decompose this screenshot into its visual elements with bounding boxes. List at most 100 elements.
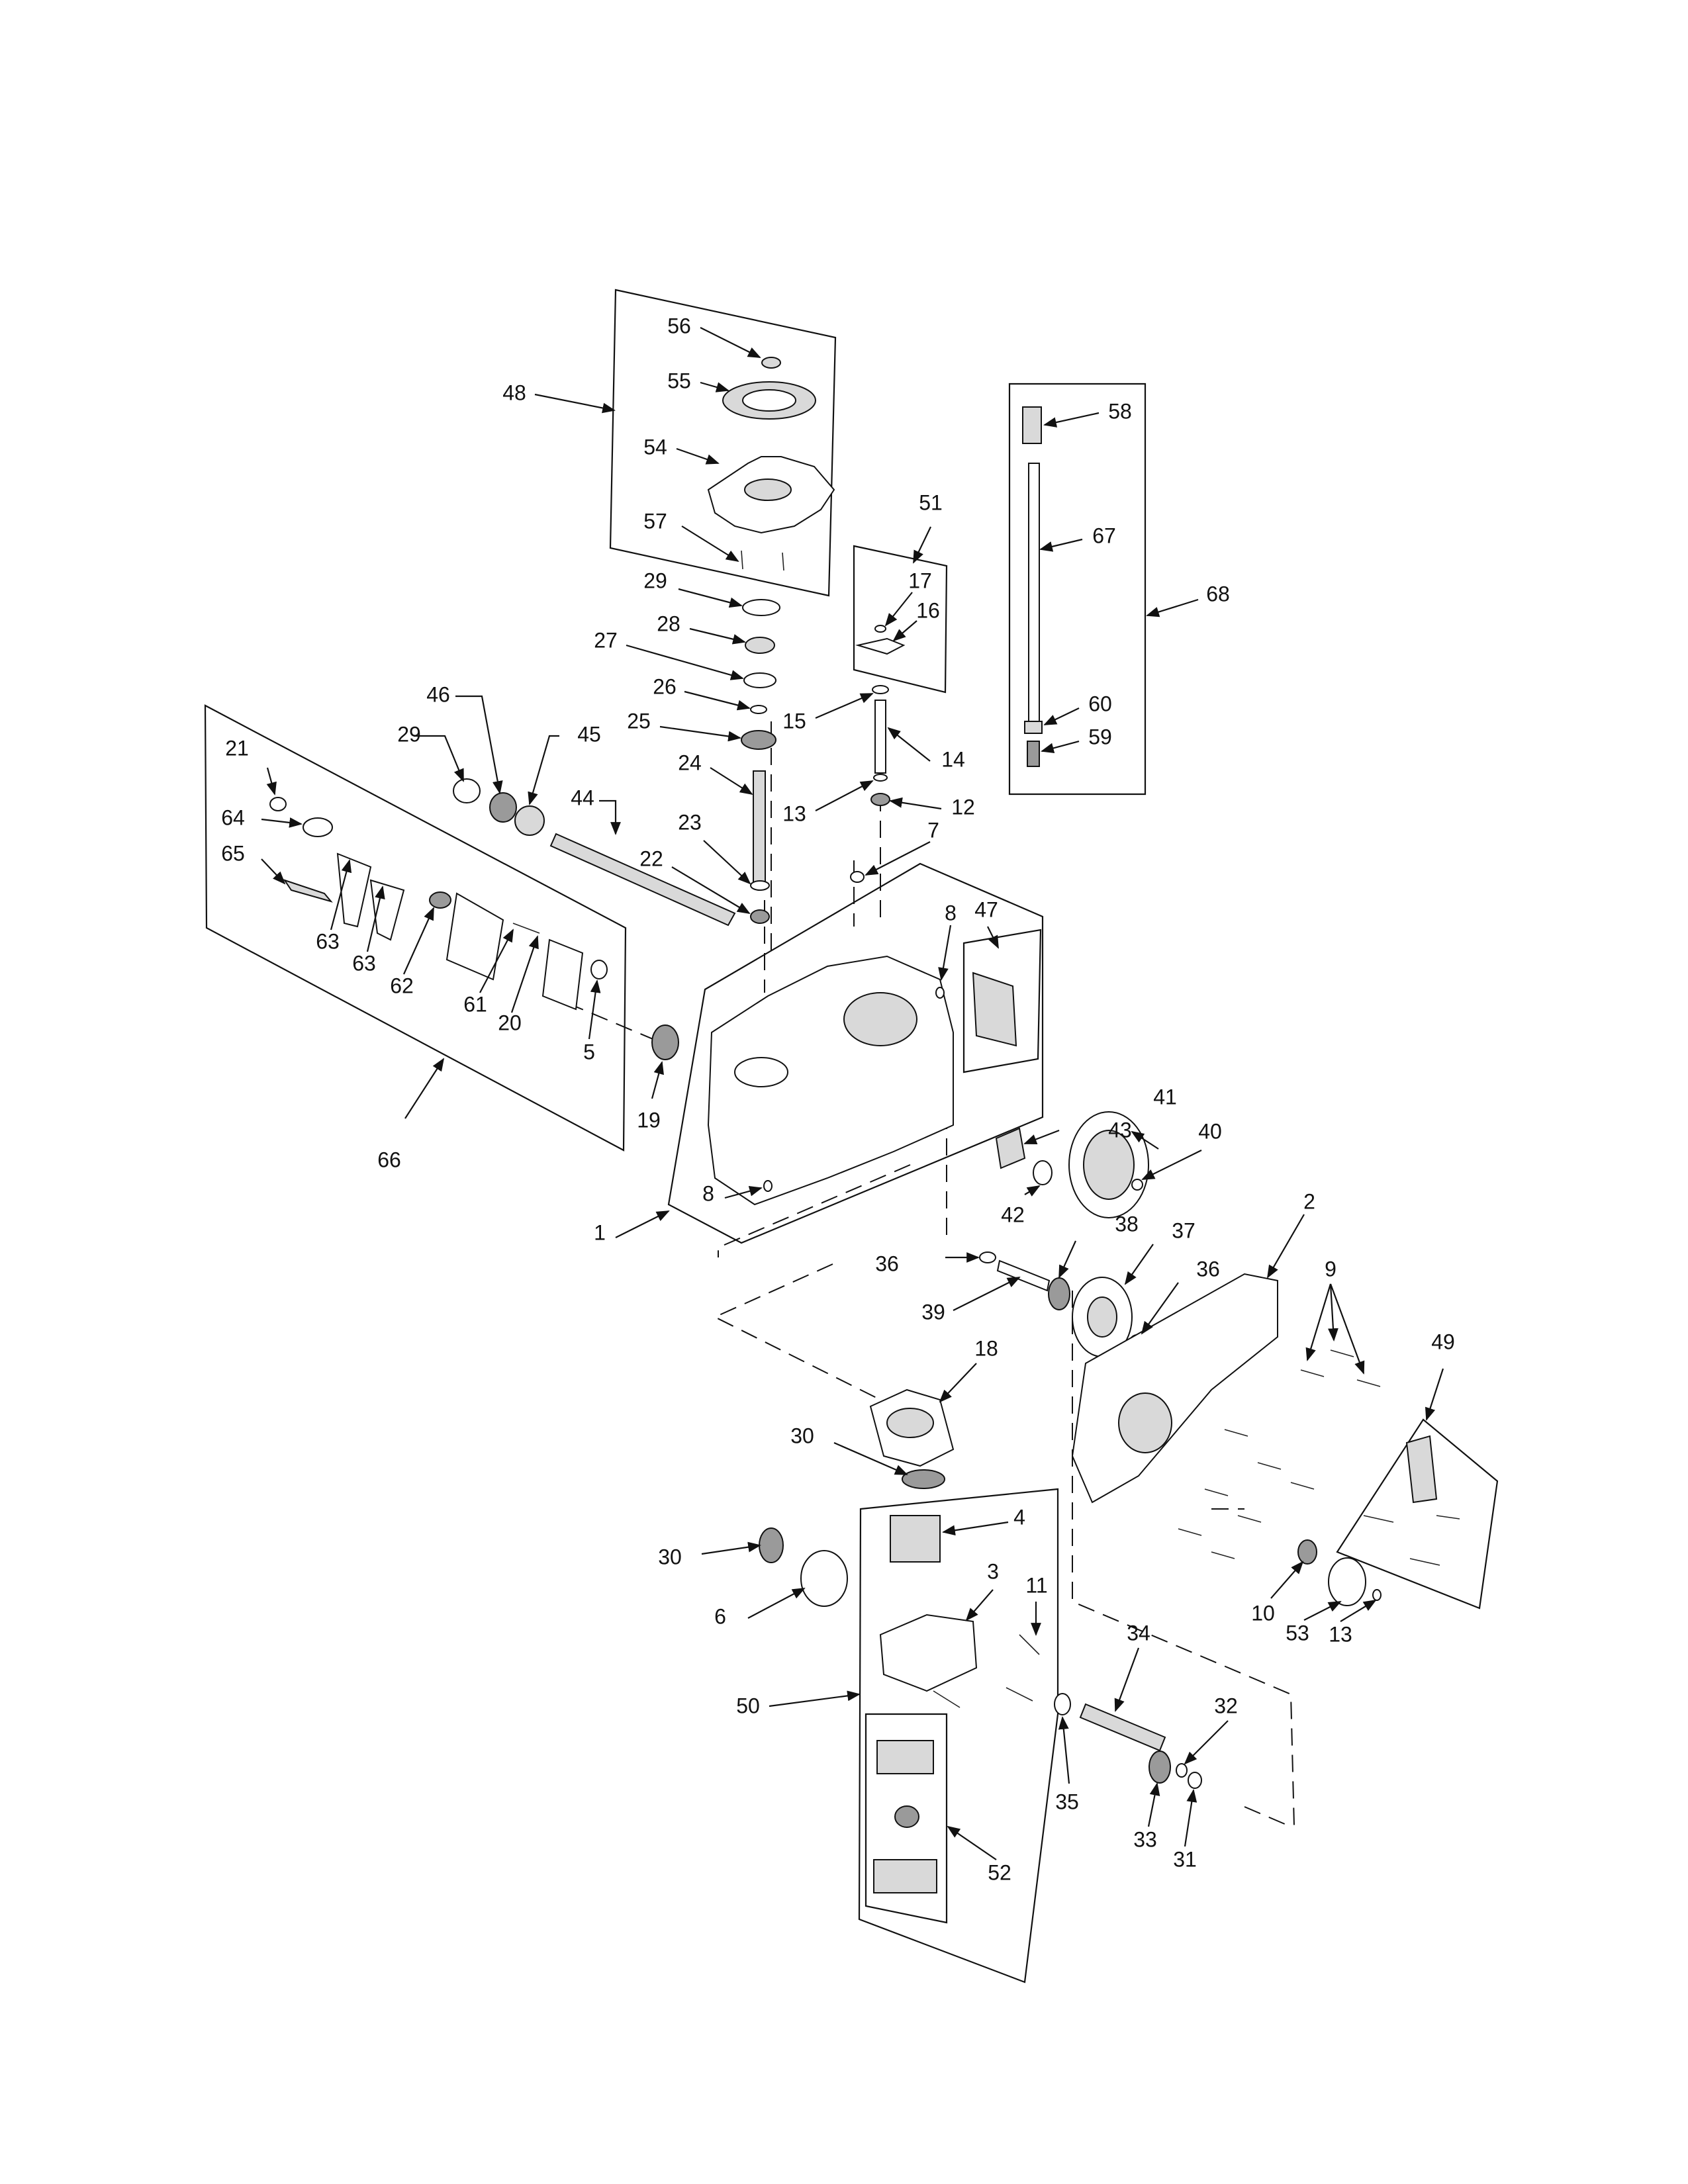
leader-13a bbox=[815, 780, 874, 811]
leader-30b bbox=[701, 1541, 761, 1555]
callout-25: 25 bbox=[627, 709, 651, 733]
pulley-hub bbox=[742, 389, 796, 412]
washer-42 bbox=[1033, 1160, 1053, 1185]
leader-39 bbox=[953, 1277, 1021, 1311]
leader-35 bbox=[1058, 1716, 1070, 1784]
callout-33: 33 bbox=[1133, 1827, 1157, 1851]
callout-42: 42 bbox=[1001, 1203, 1025, 1226]
callout-3: 3 bbox=[987, 1559, 999, 1583]
group-50-pump-box bbox=[858, 1488, 1059, 1983]
screw-57b bbox=[782, 552, 784, 571]
plate-61 bbox=[445, 892, 504, 981]
sprocket-53 bbox=[1328, 1557, 1366, 1606]
leader-27 bbox=[626, 644, 744, 680]
leader-29a bbox=[678, 588, 743, 608]
leader-19 bbox=[651, 1061, 664, 1099]
pin-8a bbox=[935, 987, 945, 999]
leader-28 bbox=[689, 627, 746, 645]
cover-boss bbox=[1118, 1392, 1172, 1453]
callout-38: 38 bbox=[1115, 1212, 1139, 1236]
kit-52-part-a bbox=[876, 1740, 934, 1774]
plate-3 bbox=[879, 1614, 978, 1692]
ring-17 bbox=[874, 625, 886, 633]
washer-27 bbox=[743, 672, 776, 688]
callout-1: 1 bbox=[594, 1220, 606, 1244]
leader-31 bbox=[1184, 1789, 1197, 1847]
bearing-30b bbox=[759, 1527, 784, 1563]
leader-56 bbox=[700, 327, 761, 358]
callout-61: 61 bbox=[463, 992, 487, 1016]
callout-27: 27 bbox=[594, 628, 618, 652]
bolt-11b bbox=[1006, 1687, 1033, 1702]
housing-bore bbox=[734, 1057, 788, 1087]
nut-60 bbox=[1024, 721, 1043, 734]
leader-9c bbox=[1329, 1283, 1365, 1375]
leader-2 bbox=[1267, 1214, 1305, 1279]
lever-63a bbox=[336, 852, 372, 928]
fitting-59 bbox=[1027, 741, 1040, 767]
callout-17: 17 bbox=[908, 569, 932, 592]
callout-7: 7 bbox=[927, 818, 939, 842]
ring-23 bbox=[750, 880, 770, 891]
leader-10 bbox=[1270, 1561, 1304, 1599]
callout-11: 11 bbox=[1025, 1573, 1047, 1597]
callout-64: 64 bbox=[221, 805, 245, 829]
leader-33 bbox=[1147, 1782, 1160, 1827]
leader-63a bbox=[330, 859, 352, 931]
group-outlines bbox=[204, 289, 1499, 1983]
callout-57: 57 bbox=[643, 509, 667, 533]
leader-65 bbox=[261, 858, 286, 885]
callout-6: 6 bbox=[714, 1604, 726, 1628]
group-52-kit-box bbox=[865, 1713, 948, 1924]
group-66-lever-box bbox=[204, 704, 627, 1152]
bolt-set-9 bbox=[1178, 1349, 1381, 1559]
callout-32: 32 bbox=[1214, 1694, 1238, 1717]
callout-labels: 56 55 54 57 48 29 28 27 26 25 24 23 22 5… bbox=[221, 314, 1455, 1884]
gear-train-parts bbox=[979, 1111, 1149, 1357]
bolt-11c bbox=[933, 1690, 961, 1708]
callout-65: 65 bbox=[221, 841, 245, 865]
leader-34 bbox=[1114, 1647, 1140, 1712]
callout-2: 2 bbox=[1303, 1189, 1315, 1213]
linkage-68-parts bbox=[1022, 406, 1043, 767]
callout-23: 23 bbox=[678, 810, 702, 834]
callout-14: 14 bbox=[941, 747, 965, 771]
rod-67 bbox=[1028, 463, 1040, 722]
group-47-valve-box bbox=[962, 929, 1042, 1073]
callout-13-a: 13 bbox=[782, 801, 806, 825]
bracket-51-parts bbox=[850, 625, 906, 883]
callout-37: 37 bbox=[1172, 1218, 1196, 1242]
leader-52 bbox=[947, 1825, 997, 1860]
callout-5: 5 bbox=[583, 1040, 595, 1064]
leader-9a bbox=[1305, 1283, 1332, 1361]
leader-68 bbox=[1146, 598, 1199, 617]
leader-12 bbox=[889, 797, 942, 810]
pulley-fan-parts bbox=[707, 357, 835, 571]
leader-16 bbox=[892, 620, 917, 642]
output-parts bbox=[1054, 1539, 1382, 1789]
callout-30-b: 30 bbox=[658, 1545, 682, 1569]
leader-45 bbox=[528, 735, 559, 805]
shaft-44 bbox=[549, 833, 736, 927]
leader-47 bbox=[987, 926, 999, 949]
callout-60: 60 bbox=[1088, 692, 1112, 715]
leader-6 bbox=[747, 1588, 806, 1619]
group-48-pulley-fan-box bbox=[609, 289, 837, 597]
leader-55 bbox=[700, 381, 729, 392]
ring-29 bbox=[742, 599, 780, 616]
callout-36-b: 36 bbox=[1196, 1257, 1220, 1281]
shaft-34 bbox=[1079, 1703, 1166, 1752]
callout-50: 50 bbox=[736, 1694, 760, 1717]
nut-56 bbox=[761, 357, 781, 369]
callout-8-b: 8 bbox=[702, 1181, 714, 1205]
callout-24: 24 bbox=[678, 751, 702, 774]
seal-19 bbox=[651, 1024, 679, 1060]
leader-49 bbox=[1425, 1368, 1444, 1421]
gear-33 bbox=[1149, 1751, 1171, 1784]
leader-58 bbox=[1043, 412, 1100, 428]
leader-lines bbox=[261, 327, 1444, 1860]
callout-9: 9 bbox=[1325, 1257, 1336, 1281]
callout-12: 12 bbox=[951, 795, 975, 819]
clip-13b bbox=[1372, 1589, 1382, 1601]
